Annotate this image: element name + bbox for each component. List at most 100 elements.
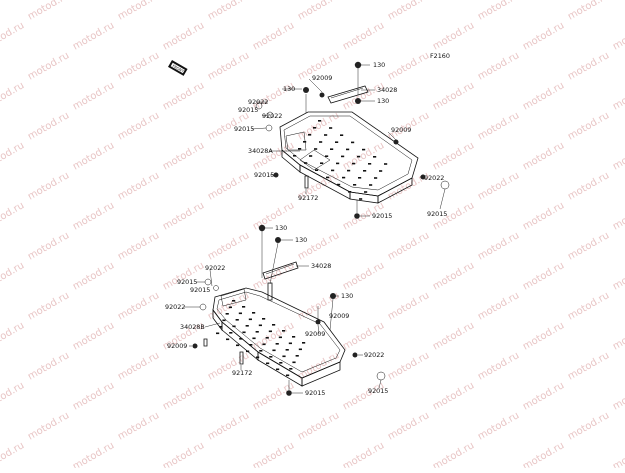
watermark-text: motod.ru xyxy=(116,410,161,442)
watermark-text: motod.ru xyxy=(116,230,161,262)
deck-hole xyxy=(331,169,335,172)
watermark-text: motod.ru xyxy=(611,200,625,232)
deck-hole xyxy=(340,134,344,136)
deck-hole xyxy=(318,120,322,122)
deck-hole xyxy=(292,361,296,364)
deck-hole xyxy=(282,355,286,358)
upper-fasteners xyxy=(255,61,450,219)
watermark-text: motod.ru xyxy=(116,0,161,23)
deck-hole xyxy=(353,184,357,186)
bracket-34028 xyxy=(262,261,299,280)
callout-92172: 92172 xyxy=(298,194,318,202)
ref-code: F2160 xyxy=(430,52,450,60)
watermark-text: motod.ru xyxy=(26,0,71,23)
deck-hole xyxy=(259,350,263,352)
watermark-text: motod.ru xyxy=(611,260,625,292)
deck-hole xyxy=(275,343,279,345)
deck-hole xyxy=(272,349,276,352)
watermark-text: motod.ru xyxy=(161,380,206,412)
deck-hole xyxy=(303,141,307,143)
callout-34028B: 34028B xyxy=(180,323,205,331)
watermark-text: motod.ru xyxy=(206,230,251,262)
callout-92015: 92015 xyxy=(254,171,274,179)
watermark-text: motod.ru xyxy=(566,0,611,23)
watermark-text: motod.ru xyxy=(0,440,26,468)
deck-hole xyxy=(384,163,388,165)
watermark-text: motod.ru xyxy=(521,200,566,232)
deck-hole xyxy=(325,155,329,157)
deck-hole xyxy=(242,331,246,334)
watermark-text: motod.ru xyxy=(206,350,251,382)
deck-hole xyxy=(336,162,340,165)
watermark-text: motod.ru xyxy=(431,440,476,468)
watermark-text: motod.ru xyxy=(431,320,476,352)
deck-hole xyxy=(352,162,356,165)
watermark-text: motod.ru xyxy=(611,20,625,52)
watermark-text: motod.ru xyxy=(386,410,431,442)
watermark-text: motod.ru xyxy=(26,50,71,82)
deck-hole xyxy=(282,330,286,332)
deck-hole xyxy=(276,368,280,371)
front-icon-label: FRONT xyxy=(172,64,185,74)
watermark-text: motod.ru xyxy=(71,440,116,468)
watermark-text: motod.ru xyxy=(566,170,611,202)
callout-130: 130 xyxy=(377,97,389,105)
watermark-text: motod.ru xyxy=(476,230,521,262)
deck-hole xyxy=(225,313,229,315)
watermark-text: motod.ru xyxy=(71,200,116,232)
deck-hole xyxy=(298,348,302,351)
deck-hole xyxy=(228,306,232,309)
watermark-text: motod.ru xyxy=(611,80,625,112)
watermark-text: motod.ru xyxy=(0,140,26,172)
watermark-text: motod.ru xyxy=(161,80,206,112)
deck-hole xyxy=(369,184,373,186)
deck-hole xyxy=(289,368,293,370)
callout-92015: 92015 xyxy=(305,389,325,397)
watermark-text: motod.ru xyxy=(431,80,476,112)
deck-hole xyxy=(278,336,282,339)
watermark-text: motod.ru xyxy=(206,50,251,82)
deck-hole xyxy=(238,312,242,315)
deck-hole xyxy=(236,344,240,347)
deck-hole xyxy=(302,342,306,344)
deck-hole xyxy=(329,127,333,129)
deck-hole xyxy=(268,330,272,333)
deck-hole xyxy=(315,169,319,171)
deck-hole xyxy=(279,362,283,364)
upper-callout-labels: 130 92009 34028 130 130 92022 92015 9202… xyxy=(234,61,447,220)
watermark-text: motod.ru xyxy=(116,290,161,322)
watermark-text: motod.ru xyxy=(71,80,116,112)
watermark-text: motod.ru xyxy=(251,200,296,232)
watermark-text: motod.ru xyxy=(0,80,26,112)
deck-hole xyxy=(265,337,269,339)
deck-hole xyxy=(351,141,355,144)
deck-hole xyxy=(346,148,350,151)
deck-hole xyxy=(320,162,324,164)
watermark-text: motod.ru xyxy=(0,320,26,352)
watermark-text: motod.ru xyxy=(431,20,476,52)
deck-hole xyxy=(286,374,290,377)
watermark-text: motod.ru xyxy=(611,320,625,352)
deck-hole xyxy=(308,134,312,136)
watermark-text: motod.ru xyxy=(476,410,521,442)
watermark-text: motod.ru xyxy=(26,230,71,262)
watermark-text: motod.ru xyxy=(566,410,611,442)
watermark-text: motod.ru xyxy=(206,170,251,202)
callout-92015: 92015 xyxy=(190,286,210,294)
deck-hole xyxy=(298,148,302,150)
watermark-text: motod.ru xyxy=(26,350,71,382)
watermark-text: motod.ru xyxy=(0,260,26,292)
deck-hole xyxy=(358,177,362,179)
deck-hole xyxy=(359,198,363,200)
watermark-text: motod.ru xyxy=(566,230,611,262)
deck-hole xyxy=(222,319,226,322)
deck-hole xyxy=(252,312,256,314)
deck-hole xyxy=(216,332,220,335)
deck-hole xyxy=(341,155,345,158)
deck-hole xyxy=(258,324,262,327)
watermark-text: motod.ru xyxy=(206,0,251,23)
watermark-text: motod.ru xyxy=(386,350,431,382)
